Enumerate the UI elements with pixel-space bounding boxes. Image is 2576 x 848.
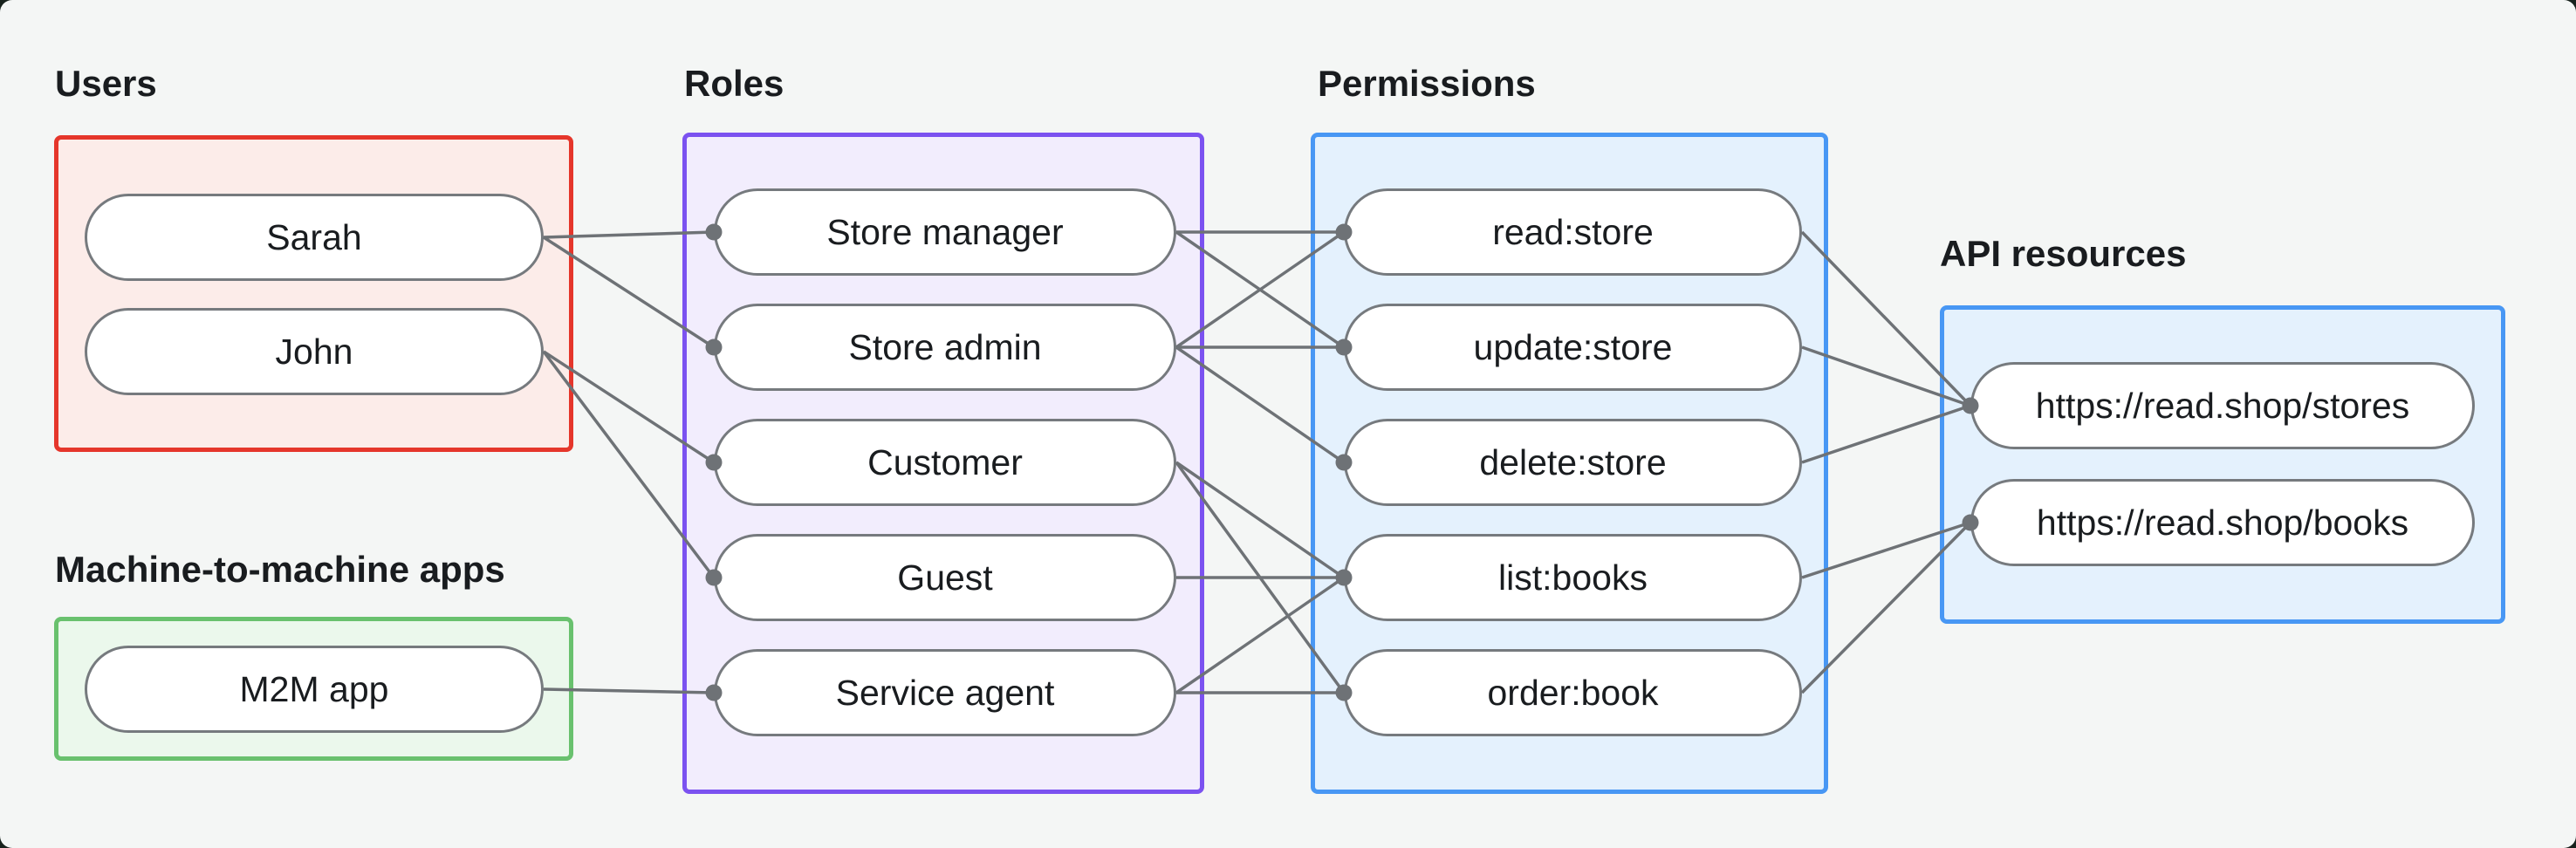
machine-to-machine-section-label: Machine-to-machine apps — [55, 549, 505, 590]
diagram-node-sarah: Sarah — [85, 194, 544, 281]
permissions-section-label: Permissions — [1318, 63, 1536, 104]
diagram-node-john: John — [85, 308, 544, 395]
diagram-node-service-agent: Service agent — [714, 649, 1176, 736]
diagram-node-order-book: order:book — [1344, 649, 1802, 736]
users-group-box — [54, 135, 573, 452]
diagram-node-delete-store: delete:store — [1344, 419, 1802, 506]
diagram-node-customer: Customer — [714, 419, 1176, 506]
diagram-node-store-admin: Store admin — [714, 304, 1176, 391]
users-section-label: Users — [55, 63, 157, 104]
diagram-node-read-store: read:store — [1344, 188, 1802, 276]
diagram-node-https-read-shop-stores: https://read.shop/stores — [1970, 362, 2475, 449]
api-resources-group-box — [1940, 305, 2505, 624]
diagram-node-guest: Guest — [714, 534, 1176, 621]
diagram-node-https-read-shop-books: https://read.shop/books — [1970, 479, 2475, 566]
diagram-node-update-store: update:store — [1344, 304, 1802, 391]
api-resources-section-label: API resources — [1940, 233, 2187, 274]
diagram-node-list-books: list:books — [1344, 534, 1802, 621]
roles-section-label: Roles — [684, 63, 784, 104]
diagram-node-m2m-app: M2M app — [85, 646, 544, 733]
diagram-node-store-manager: Store manager — [714, 188, 1176, 276]
